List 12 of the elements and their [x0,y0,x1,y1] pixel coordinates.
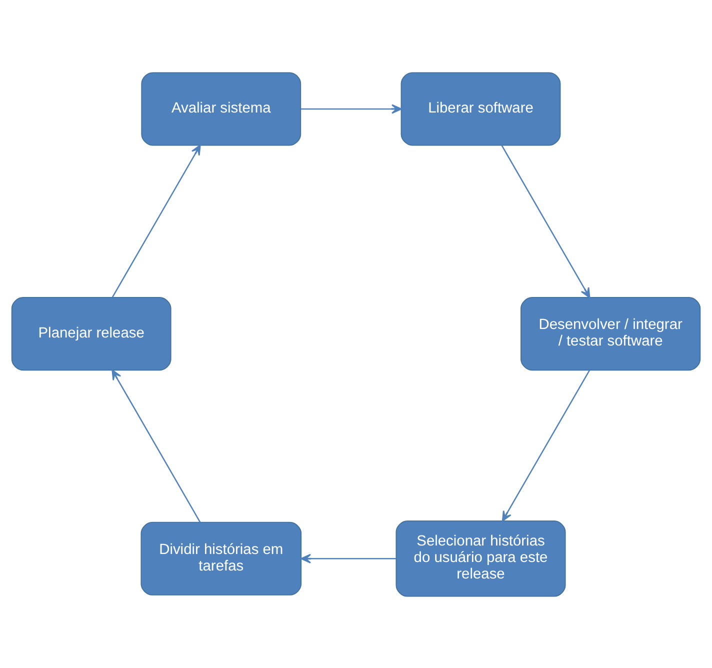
node-box: Dividir histórias em tarefas [140,521,302,595]
arrow [501,144,590,298]
arrow [300,104,402,114]
arrow [112,368,201,522]
node-box: Avaliar sistema [141,72,302,146]
arrow [300,553,396,563]
arrow [112,144,201,298]
node-box: Planejar release [11,296,172,370]
node-box: Desenvolver / integrar / testar software [520,296,701,370]
arrow [502,369,590,521]
node-box: Liberar software [400,72,561,146]
node-box: Selecionar histórias do usuário para este release [396,520,566,596]
